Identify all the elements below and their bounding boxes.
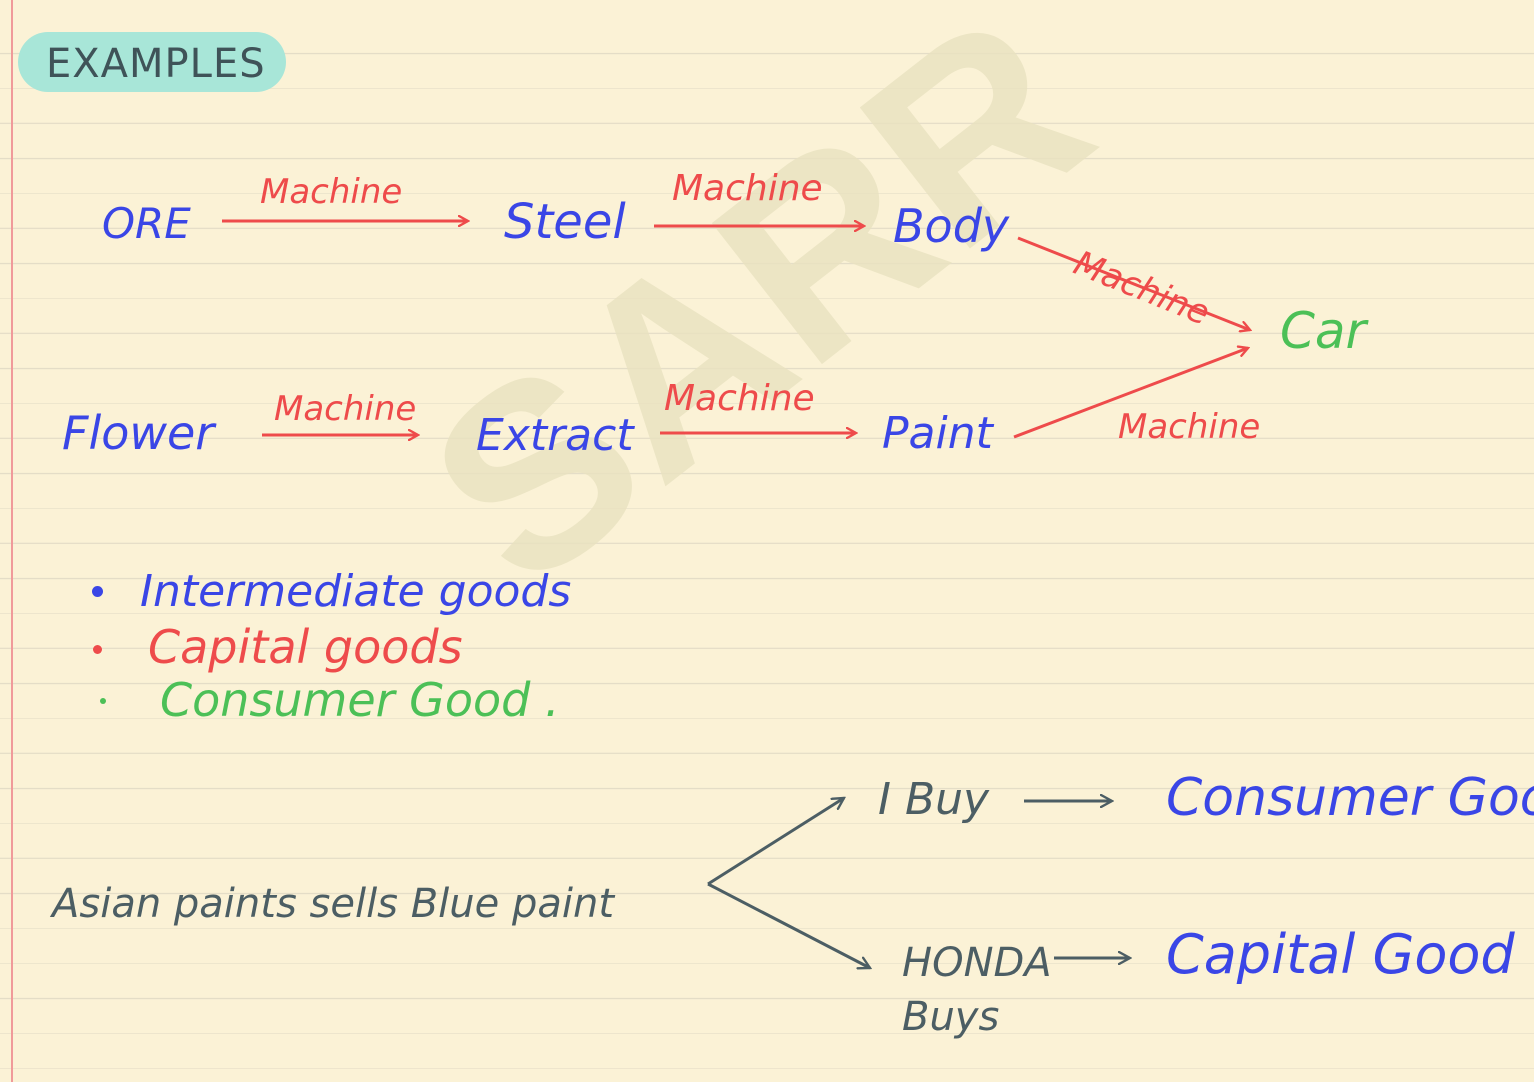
- heading-highlight: [18, 32, 286, 92]
- margin-line: [11, 0, 13, 1082]
- branch-buyer-i-buy: I Buy: [878, 774, 990, 825]
- goods-item-capital: Capital goods: [148, 620, 463, 674]
- branch-result-capital-good: Capital Good .: [1166, 923, 1534, 986]
- bullet-dot: [92, 586, 103, 597]
- flow-node-flower: Flower: [62, 406, 215, 460]
- flow-node-steel: Steel: [504, 194, 626, 250]
- arrow-label-flower-extract: Machine: [274, 389, 417, 429]
- arrow-body-car: [1017, 236, 1250, 330]
- flow-node-ore: ORE: [102, 199, 191, 248]
- arrow-label-paint-car: Machine: [1118, 407, 1261, 447]
- branch-buyer-honda: HONDA Buys: [902, 940, 1052, 1040]
- bullet-dot: [100, 698, 106, 704]
- arrow-label-steel-body: Machine: [672, 168, 823, 209]
- page-heading: EXAMPLES: [46, 41, 266, 87]
- flow-target-car: Car: [1280, 302, 1367, 360]
- flow-node-extract: Extract: [476, 410, 634, 461]
- arrow-label-ore-steel: Machine: [260, 172, 403, 212]
- arrow-paint-car: [1013, 348, 1248, 439]
- arrow-statement-i-buy: [707, 798, 844, 886]
- flow-node-body: Body: [893, 199, 1010, 253]
- example-statement: Asian paints sells Blue paint: [52, 881, 615, 927]
- flow-node-paint: Paint: [882, 408, 993, 459]
- goods-item-consumer: Consumer Good .: [160, 673, 560, 727]
- goods-item-intermediate: Intermediate goods: [140, 566, 572, 617]
- arrow-statement-honda: [707, 882, 870, 968]
- branch-result-consumer-good: Consumer Good: [1166, 768, 1534, 828]
- bullet-dot: [93, 645, 102, 654]
- arrow-label-extract-paint: Machine: [664, 378, 815, 419]
